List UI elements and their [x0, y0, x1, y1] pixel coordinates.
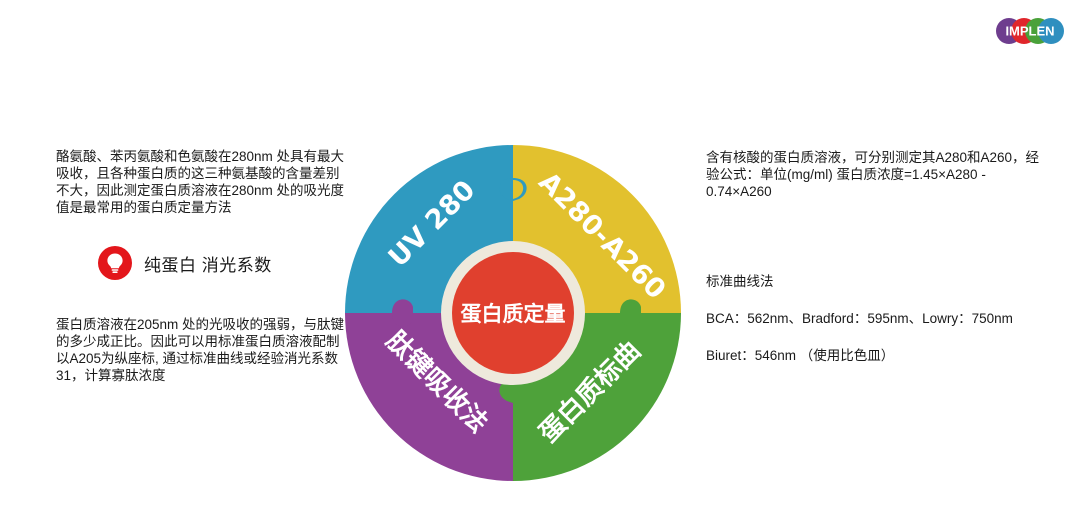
logo-text: IMPLEN: [1005, 24, 1054, 39]
a280-a260-description: 含有核酸的蛋白质溶液，可分别测定其A280和A260，经验公式：单位(mg/ml…: [706, 150, 1040, 199]
standard-curve-biuret: Biuret：546nm （使用比色皿）: [706, 348, 895, 363]
standard-curve-methods: BCA：562nm、Bradford：595nm、Lowry：750nm: [706, 311, 1013, 326]
puzzle-tab-right: [620, 299, 641, 327]
badge-label: 纯蛋白 消光系数: [144, 255, 272, 275]
puzzle-tab-top-inner: [513, 180, 524, 199]
center-label: 蛋白质定量: [461, 302, 566, 326]
standard-curve-title: 标准曲线法: [706, 274, 774, 289]
protein-quantification-puzzle: UV 280 A280-A260 蛋白质标曲 肽键吸收法 蛋白质定量: [344, 144, 682, 482]
puzzle-tab-bottom-mirror: [513, 396, 526, 416]
a205-description: 蛋白质溶液在205nm 处的光吸收的强弱，与肽键的多少成正比。因此可以用标准蛋白…: [56, 317, 345, 383]
uv280-description: 酪氨酸、苯丙氨酸和色氨酸在280nm 处具有最大吸收，且各种蛋白质的这三种氨基酸…: [56, 149, 345, 215]
puzzle-tab-left: [392, 299, 413, 327]
implen-logo: IMPLEN: [996, 16, 1064, 46]
lightbulb-icon: [98, 246, 132, 280]
pure-protein-badge: 纯蛋白 消光系数: [98, 246, 272, 280]
puzzle-tab-bottom: [499, 380, 513, 403]
